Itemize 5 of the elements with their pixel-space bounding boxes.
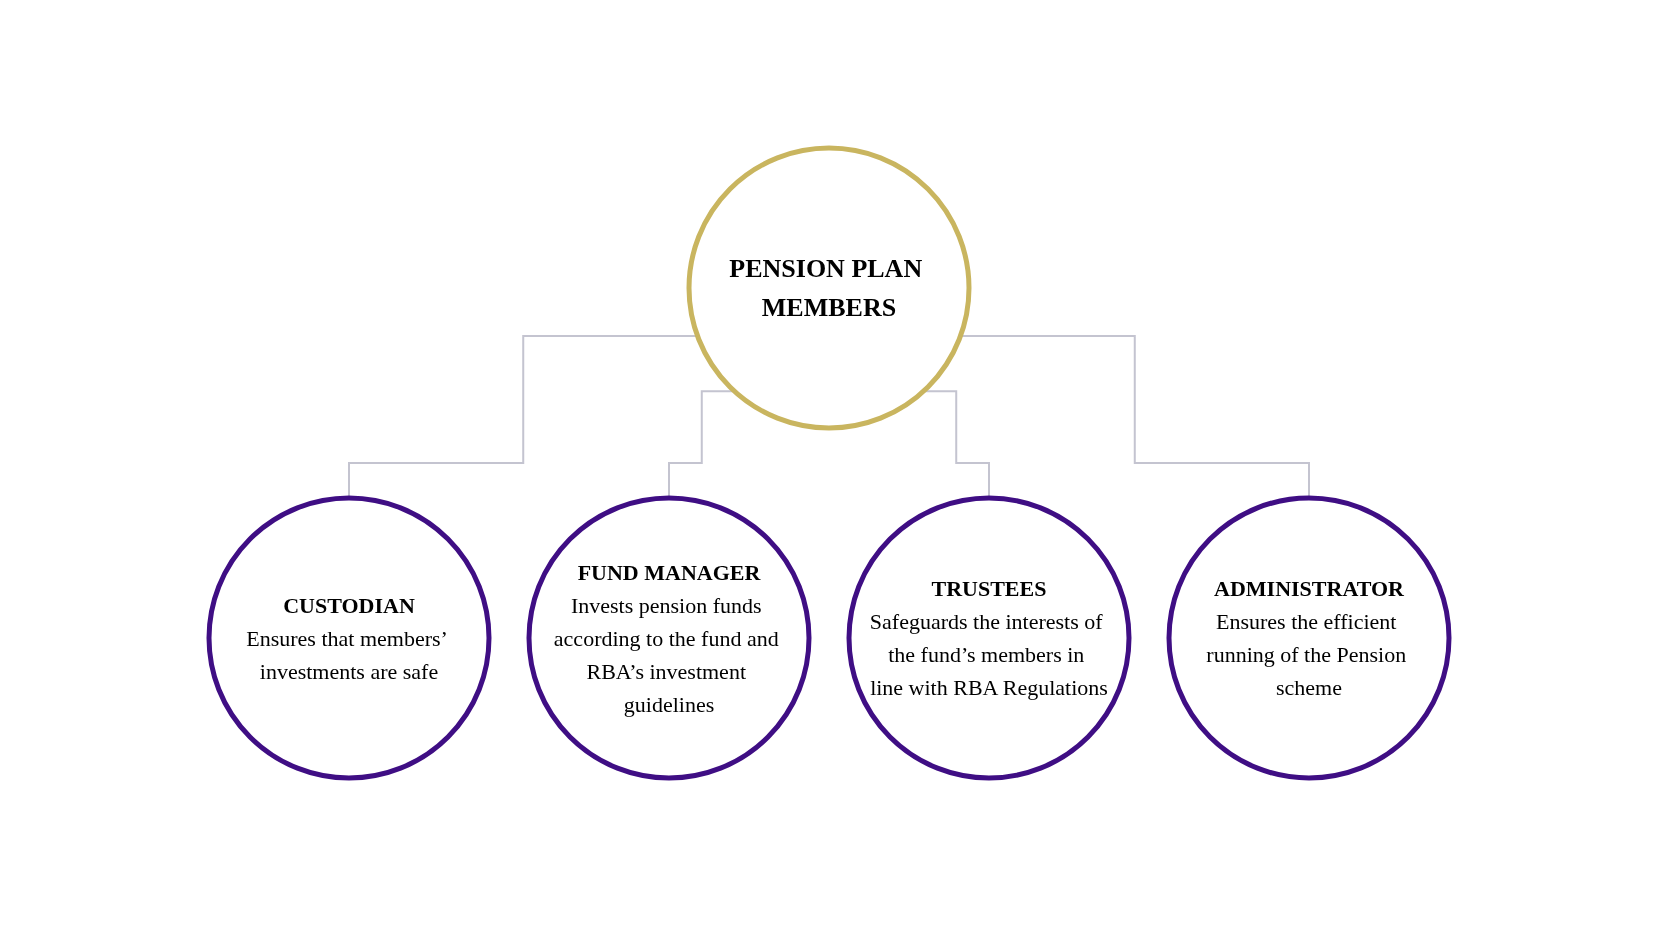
node-circle: TRUSTEES Safeguards the interests of the fund’s members in line with RBA Regulations (846, 495, 1131, 781)
node-circle: CUSTODIAN Ensures that members’ investments are safe (206, 495, 491, 781)
node-circle: ADMINISTRATOR Ensures the efficient running of the Pension scheme (1166, 495, 1451, 781)
node-circle: PENSION PLAN MEMBERS (686, 145, 971, 431)
node-circle: FUND MANAGER Invests pension funds according to the fund and RBA’s investment guidelines (526, 495, 811, 781)
